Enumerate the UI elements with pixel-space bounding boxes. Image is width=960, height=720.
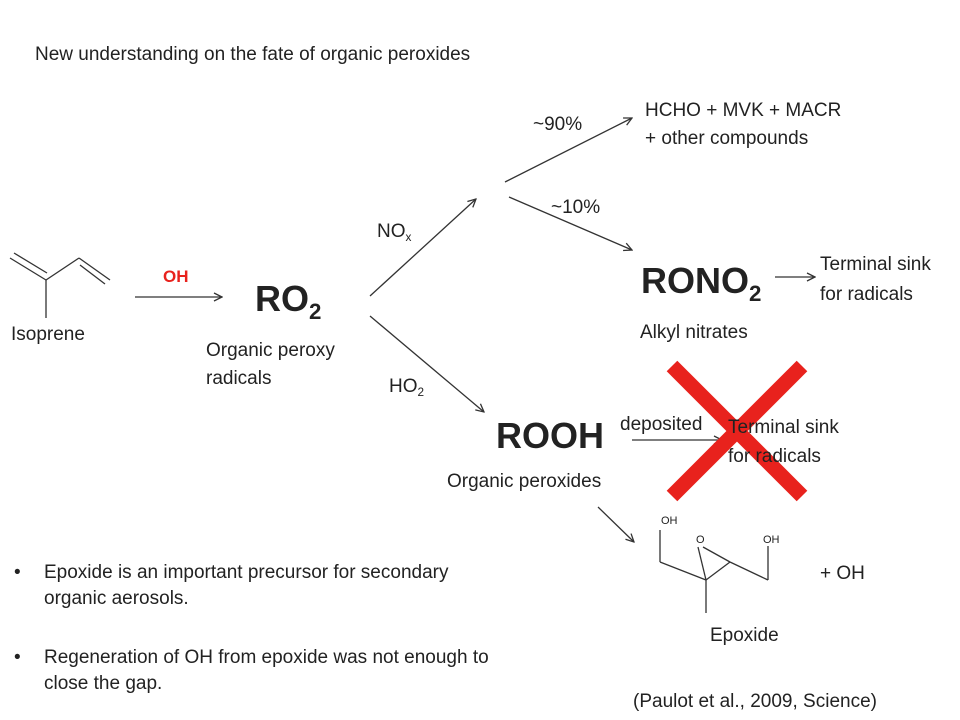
deposited-label: deposited [620,414,703,435]
epoxide-structure [659,530,769,613]
slide-title: New understanding on the fate of organic… [35,44,471,65]
nox-label: NOx [377,221,412,245]
rooh-description: Organic peroxides [447,471,602,492]
epoxide-atom-o: O [696,534,705,546]
epoxide-label: Epoxide [710,625,779,646]
ro2-description-line1: Organic peroxy [206,340,335,361]
citation: (Paulot et al., 2009, Science) [633,691,877,712]
rooh-formula: ROOH [496,415,604,456]
plus-oh-label: + OH [820,563,865,584]
ho2-label: HO2 [389,376,425,400]
nox-arrow [369,199,476,297]
oh-reagent-label: OH [163,267,189,286]
ro2-description-line2: radicals [206,368,272,389]
rono2-description: Alkyl nitrates [640,322,748,343]
branch-10-label: ~10% [551,197,601,218]
bullet-item: • Epoxide is an important precursor for … [14,561,614,617]
sink1-line2: for radicals [820,284,913,305]
rono2-formula: RONO2 [641,260,762,306]
bullet-line1: Epoxide is an important precursor for se… [44,562,449,583]
isoprene-structure [9,252,111,318]
products-line2: + other compounds [645,128,809,149]
ro2-formula: RO2 [255,278,322,324]
bullet-line2: close the gap. [44,673,163,694]
bullet-line1: Regeneration of OH from epoxide was not … [44,647,489,668]
epoxide-atom-oh1: OH [661,515,678,527]
epoxide-atom-oh2: OH [763,534,780,546]
epoxide-arrow [597,506,634,542]
bullet-line2: organic aerosols. [44,588,189,609]
ho2-arrow [369,315,484,412]
sink1-line1: Terminal sink [820,254,931,275]
bullet-dot: • [14,562,21,583]
products-line1: HCHO + MVK + MACR [645,100,842,121]
sink2-line1: Terminal sink [728,417,839,438]
branch-90-arrow [504,118,632,183]
bullet-item: • Regeneration of OH from epoxide was no… [14,646,614,702]
rejection-cross [666,360,808,502]
branch-90-label: ~90% [533,114,583,135]
bullet-dot: • [14,647,21,668]
sink2-line2: for radicals [728,446,821,467]
branch-10-arrow [508,196,632,250]
isoprene-label: Isoprene [11,324,85,345]
